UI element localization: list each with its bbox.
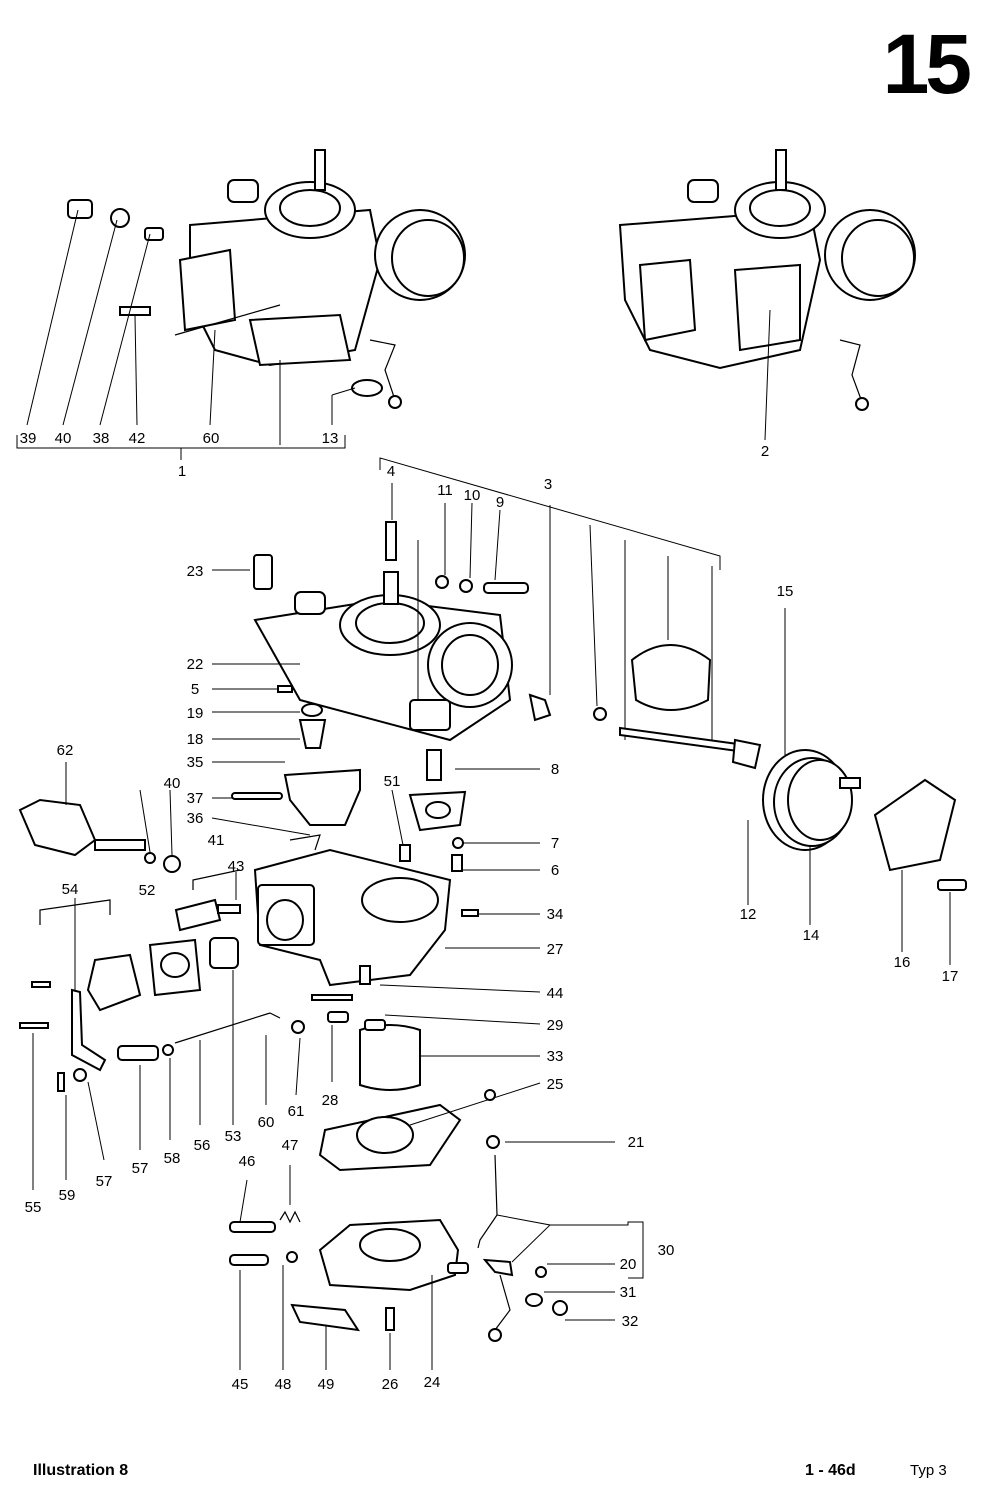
callout-36: 36 — [187, 810, 204, 827]
callout-53: 54 — [62, 881, 79, 898]
page-reference: 1 - 46d — [805, 1462, 856, 1479]
accelerator-pump-assembly — [19, 898, 333, 1190]
callout-32: 32 — [622, 1313, 639, 1330]
illustration-caption: Illustration 8 — [33, 1462, 129, 1479]
callout-20: 20 — [620, 1256, 637, 1273]
callout-22: 22 — [187, 656, 204, 673]
callout-23: 23 — [187, 563, 204, 580]
vehicle-type: Typ 3 — [910, 1462, 947, 1479]
carburetor-assembly-right — [618, 149, 916, 441]
callout-14: 14 — [803, 927, 820, 944]
callout-35: 35 — [187, 754, 204, 771]
small-parts-body — [311, 837, 500, 1149]
callout-39: 39 — [20, 430, 37, 447]
leader-lines-top-cover — [212, 457, 721, 770]
callout-3: 3 — [544, 476, 552, 493]
callout-1: 1 — [178, 463, 186, 480]
throttle-body-base — [229, 1165, 469, 1370]
callout-30: 30 — [658, 1242, 675, 1259]
callout-51: 52 — [139, 882, 156, 899]
idle-valve-and-jet — [174, 869, 241, 1125]
carburetor-top-cover — [253, 571, 513, 742]
callout-10: 10 — [464, 487, 481, 504]
callout-54: 55 — [25, 1199, 42, 1216]
callout-58: 59 — [59, 1187, 76, 1204]
bypass-mixture-cutoff-valve — [18, 762, 181, 873]
callout-46: 46 — [239, 1153, 256, 1170]
callout-21: 21 — [628, 1134, 645, 1151]
carburetor-assembly-left — [174, 149, 466, 409]
callout-8: 8 — [551, 761, 559, 778]
vacuum-diaphragm-unit — [747, 608, 967, 965]
callout-40: 40 — [55, 430, 72, 447]
callout-labels: 39 40 38 42 60 13 1 2 3 4 11 10 9 23 22 … — [20, 430, 959, 1393]
callout-18: 18 — [187, 731, 204, 748]
callout-41: 41 — [208, 832, 225, 849]
leader-lines-body — [211, 761, 615, 1143]
callout-59: 60 — [258, 1114, 275, 1131]
callout-38: 38 — [93, 430, 110, 447]
callout-45: 45 — [232, 1376, 249, 1393]
callout-25: 25 — [547, 1076, 564, 1093]
callout-17: 17 — [942, 968, 959, 985]
page-number: 15 — [882, 17, 972, 111]
small-parts-top-cover — [253, 521, 607, 781]
callout-42: 42 — [129, 430, 146, 447]
throttle-plate-and-shaft — [619, 644, 762, 770]
callout-4: 4 — [387, 463, 395, 480]
callout-7: 7 — [551, 835, 559, 852]
callout-28: 28 — [322, 1092, 339, 1109]
callout-6: 6 — [551, 862, 559, 879]
callout-50: 51 — [384, 773, 401, 790]
callout-57-b: 58 — [164, 1150, 181, 1167]
small-parts-top-left — [67, 199, 164, 316]
callout-15: 15 — [777, 583, 794, 600]
callout-48: 48 — [275, 1376, 292, 1393]
callout-2: 2 — [761, 443, 769, 460]
callout-61: 62 — [57, 742, 74, 759]
callout-5: 5 — [191, 681, 199, 698]
callout-55: 56 — [194, 1137, 211, 1154]
callout-49: 49 — [318, 1376, 335, 1393]
throttle-linkage — [477, 1154, 644, 1342]
callout-60: 60 — [203, 430, 220, 447]
callout-34: 34 — [547, 906, 564, 923]
callout-29: 29 — [547, 1017, 564, 1034]
callout-31: 31 — [620, 1284, 637, 1301]
callout-56: 57 — [132, 1160, 149, 1177]
callout-60-b: 61 — [288, 1103, 305, 1120]
callout-19: 19 — [187, 705, 204, 722]
callout-40-b: 40 — [164, 775, 181, 792]
callout-26: 26 — [382, 1376, 399, 1393]
callout-27: 27 — [547, 941, 564, 958]
callout-47: 47 — [282, 1137, 299, 1154]
callout-24: 24 — [424, 1374, 441, 1391]
callout-16: 16 — [894, 954, 911, 971]
callout-12: 12 — [740, 906, 757, 923]
callout-33: 33 — [547, 1048, 564, 1065]
callout-57: 57 — [96, 1173, 113, 1190]
callout-9: 9 — [496, 494, 504, 511]
callout-43: 43 — [228, 858, 245, 875]
callout-13: 13 — [322, 430, 339, 447]
carburetor-body — [231, 768, 467, 1172]
callout-37: 37 — [187, 790, 204, 807]
leader-lines-top-left — [16, 209, 356, 460]
callout-44: 44 — [547, 985, 564, 1002]
callout-11: 11 — [437, 482, 453, 499]
callout-52: 53 — [225, 1128, 242, 1145]
